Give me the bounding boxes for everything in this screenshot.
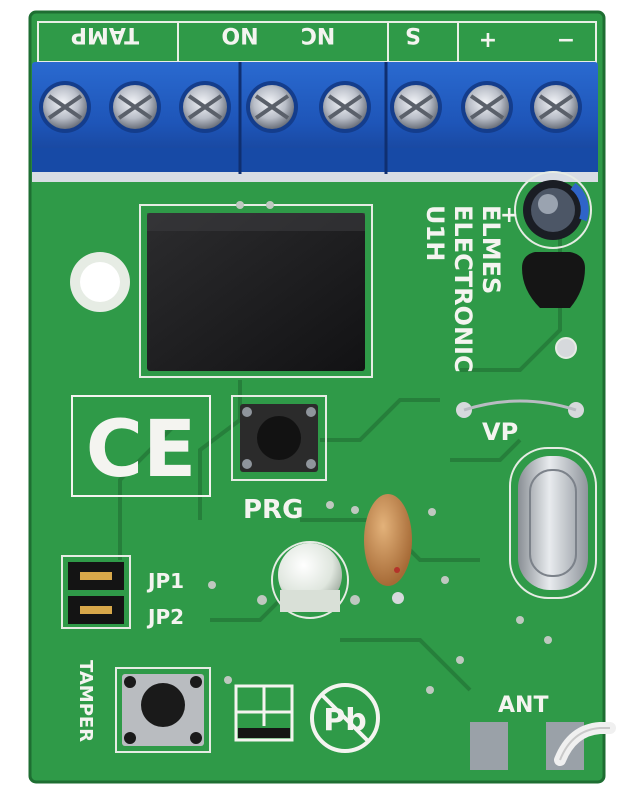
- pb-free-symbol: Pb: [310, 683, 380, 753]
- relay: [139, 204, 373, 378]
- screw-8: [530, 81, 582, 133]
- screw-3: [179, 81, 231, 133]
- vp-label: VP: [482, 418, 518, 446]
- transistor: [522, 252, 585, 359]
- model-label: U1H: [421, 205, 449, 261]
- ce-mark-text: CE: [86, 405, 197, 495]
- pb-free-text: Pb: [323, 703, 366, 738]
- ceramic-capacitor: [364, 494, 412, 604]
- capacitor-plus-mark: +: [500, 203, 518, 228]
- electrolytic-capacitor: [514, 171, 592, 249]
- antenna-pad: [470, 722, 616, 770]
- terminal-label-tamp: TAMP: [71, 22, 139, 47]
- jumper-header: [61, 555, 131, 629]
- brand-line-elmes: ELMES: [477, 205, 505, 294]
- mounting-hole: [70, 252, 130, 312]
- screw-4: [246, 81, 298, 133]
- screw-6: [390, 81, 442, 133]
- prg-label: PRG: [243, 495, 303, 525]
- screw-1: [39, 81, 91, 133]
- ce-mark: CE: [71, 395, 211, 497]
- tamper-label: TAMPER: [75, 660, 96, 742]
- pcb-vias: [208, 201, 552, 694]
- terminal-label-no: NO: [221, 22, 258, 47]
- terminal-label-nc: NC: [301, 22, 336, 47]
- terminal-label-minus: −: [557, 28, 575, 53]
- terminal-label-plus: +: [479, 28, 497, 53]
- ant-label: ANT: [498, 693, 548, 718]
- terminal-label-s: S: [405, 22, 421, 47]
- terminal-block: [32, 62, 598, 182]
- screw-2: [109, 81, 161, 133]
- jp2-label: JP2: [146, 605, 184, 629]
- jp1-label: JP1: [146, 569, 184, 593]
- pcb-edge-shadow: [28, 10, 606, 784]
- brand-silkscreen: ELMES ELECTRONIC U1H: [421, 205, 505, 373]
- quadrant-symbol: [234, 684, 294, 742]
- screw-5: [319, 81, 371, 133]
- led: [271, 541, 349, 619]
- tamper-button: [115, 667, 211, 753]
- screw-7: [461, 81, 513, 133]
- prg-button: [231, 395, 327, 481]
- brand-line-electronic: ELECTRONIC: [449, 205, 477, 373]
- crystal-oscillator: [509, 447, 597, 599]
- vp-jumper-wire: [456, 399, 584, 418]
